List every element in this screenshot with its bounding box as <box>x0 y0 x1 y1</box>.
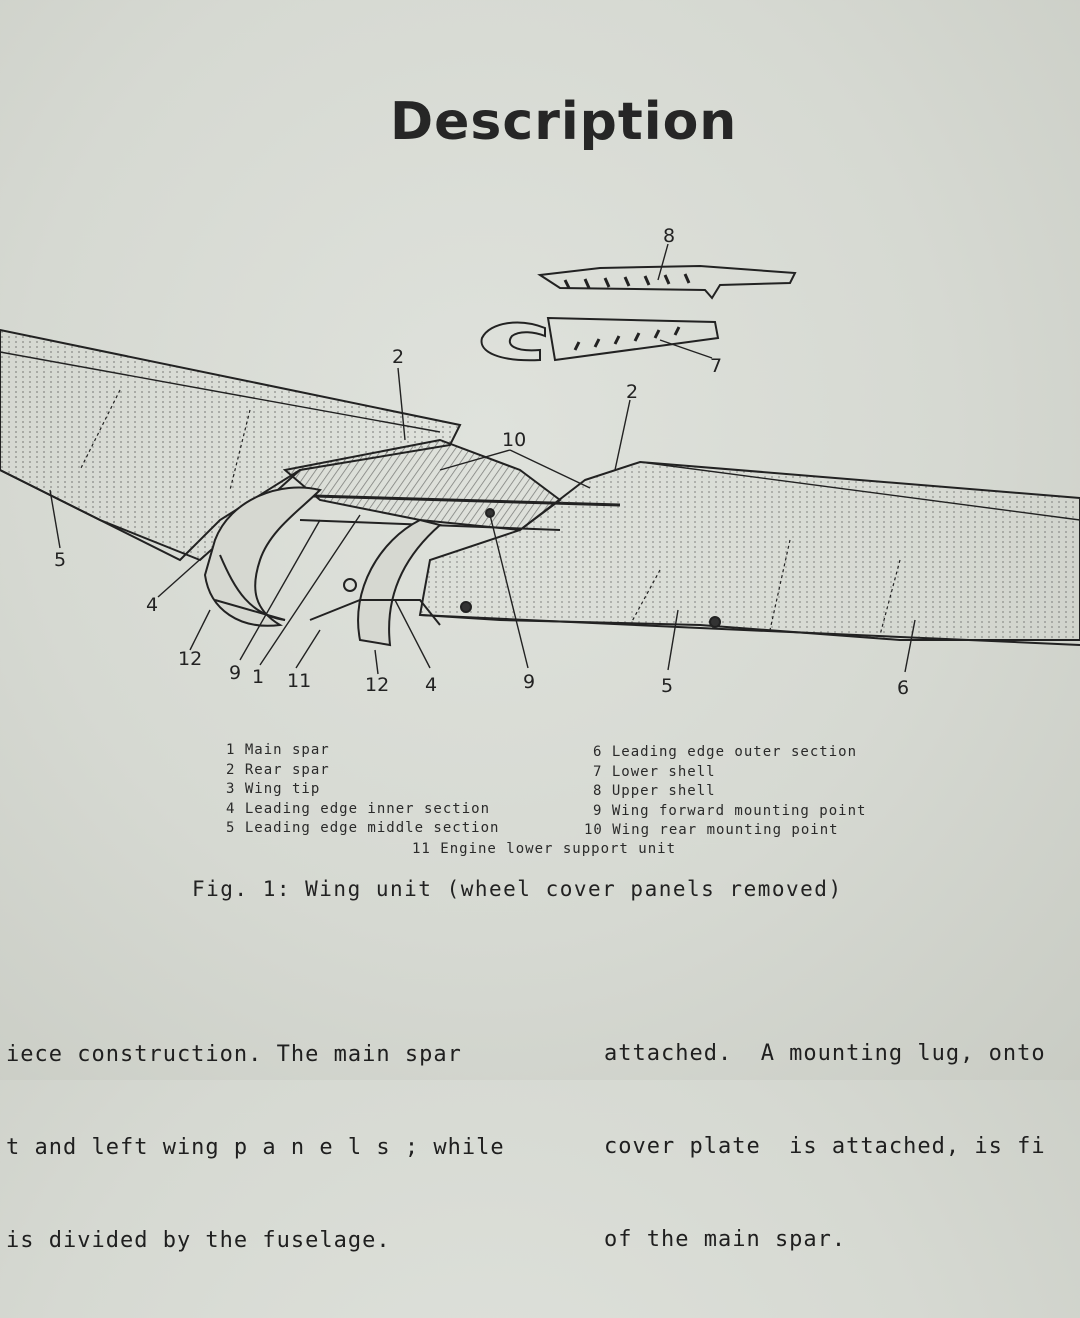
wing-unit-illustration: 8 7 2 2 10 5 4 12 9 1 11 12 4 9 5 6 <box>0 225 1080 699</box>
body-line: attached. A mounting lug, onto <box>604 1041 1046 1066</box>
legend-right: 6 Leading edge outer section 7 Lower she… <box>584 743 866 841</box>
callout-numbers: 8 7 2 2 10 5 4 12 9 1 11 12 4 9 5 6 <box>54 225 909 699</box>
legend-item: 7 Lower shell <box>593 763 716 780</box>
legend-item: 6 Leading edge outer section <box>593 744 858 760</box>
page-title: Description <box>390 92 738 152</box>
legend-left: 1 Main spar 2 Rear spar 3 Wing tip 4 Lea… <box>226 741 499 839</box>
upper-shell-profile <box>537 264 797 300</box>
body-line: t and left wing p a n e l s ; while <box>6 1135 505 1160</box>
body-line: iece construction. The main spar <box>6 1042 462 1067</box>
callout-10: 10 <box>502 429 526 451</box>
body-line: is divided by the fuselage. <box>6 1228 391 1253</box>
lower-shell-profile <box>480 316 720 362</box>
callout-4-right: 4 <box>425 674 437 696</box>
callout-1: 1 <box>252 666 264 688</box>
right-wing-panel <box>418 460 1080 646</box>
legend-item: 5 Leading edge middle section <box>226 820 500 836</box>
legend-item: 9 Wing forward mounting point <box>593 802 867 819</box>
legend-item: 1 Main spar <box>226 742 330 758</box>
legend-item: 3 Wing tip <box>226 781 321 797</box>
figure-caption: Fig. 1: Wing unit (wheel cover panels re… <box>192 877 843 901</box>
body-column-right: attached. A mounting lug, onto cover pla… <box>604 976 1080 1317</box>
callout-4-left: 4 <box>146 594 158 616</box>
callout-11: 11 <box>287 670 311 692</box>
legend-item-center: 11 Engine lower support unit <box>412 841 677 857</box>
callout-5-left: 5 <box>54 549 66 571</box>
callout-5-right: 5 <box>661 675 673 697</box>
callout-6: 6 <box>897 677 909 699</box>
callout-9-left: 9 <box>229 662 241 684</box>
document-page: Description <box>0 92 1080 1253</box>
callout-12-right: 12 <box>365 674 389 696</box>
wing-center-section <box>203 438 621 647</box>
callout-2-right: 2 <box>626 381 638 403</box>
body-line: of the main spar. <box>604 1227 847 1252</box>
legend-item: 10 Wing rear mounting point <box>584 822 839 838</box>
callout-8: 8 <box>663 225 675 247</box>
callout-7: 7 <box>710 355 722 377</box>
callout-9-right: 9 <box>523 671 535 693</box>
legend-item: 8 Upper shell <box>593 783 716 799</box>
callout-12-left: 12 <box>178 648 202 670</box>
body-line: cover plate is attached, is fi <box>604 1134 1046 1159</box>
body-column-left: iece construction. The main spar t and l… <box>6 977 505 1318</box>
legend-item: 4 Leading edge inner section <box>226 800 491 817</box>
callout-leaders <box>49 243 916 675</box>
callout-2-left: 2 <box>392 346 404 368</box>
legend-item: 2 Rear spar <box>226 761 330 778</box>
